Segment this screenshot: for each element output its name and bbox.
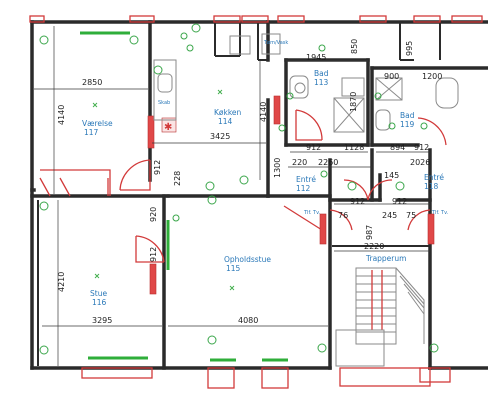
dim-1945: 1945 (306, 53, 326, 62)
tlf-tv-label-right: Tlf. Tv. (431, 210, 449, 216)
dim-900: 900 (384, 72, 399, 81)
dim-4140-mid: 4140 (259, 102, 268, 122)
dim-1300: 1300 (273, 158, 282, 178)
room-number-117: 117 (84, 128, 99, 137)
electrical-outlets (39, 23, 439, 355)
dim-2220: 2220 (364, 242, 384, 251)
fixtures: ✱ (147, 33, 459, 367)
dim-75: 75 (406, 211, 416, 220)
svg-text:✱: ✱ (164, 122, 172, 133)
dim-894: 894 (390, 143, 405, 152)
room-number-112: 112 (296, 184, 311, 193)
dim-912-left: 912 (153, 160, 162, 175)
dim-912-stue: 912 (149, 247, 158, 262)
dim-1128: 1128 (344, 143, 364, 152)
room-name-kokken: Køkken (214, 108, 242, 117)
dim-995: 995 (405, 41, 414, 56)
dim-4080: 4080 (238, 316, 258, 325)
room-name-opholdsstue: Opholdsstue (224, 255, 271, 264)
dim-920: 920 (149, 207, 158, 222)
dim-1200: 1200 (422, 72, 442, 81)
room-number-114: 114 (218, 117, 233, 126)
room-name-entre-112: Entré (296, 175, 316, 184)
room-number-115: 115 (226, 264, 241, 273)
small-label-2: Skab (158, 100, 170, 106)
dim-2026: 2026 (410, 158, 430, 167)
dim-76: 76 (338, 211, 348, 220)
doors (119, 109, 447, 263)
dim-850: 850 (350, 39, 359, 54)
dim-912-c: 912 (350, 197, 365, 206)
dim-245: 245 (382, 211, 397, 220)
windows (29, 15, 483, 389)
dimension-lines (34, 26, 430, 366)
dim-4210: 4210 (57, 272, 66, 292)
dim-3425: 3425 (210, 132, 230, 141)
room-center-markers (92, 89, 235, 291)
dim-2850: 2850 (82, 78, 102, 87)
dim-912-a: 912 (306, 143, 321, 152)
dim-2260: 2260 (318, 158, 338, 167)
room-number-118: 118 (424, 182, 439, 191)
dimension-labels: 2850 4140 3425 4140 1945 850 995 900 120… (57, 39, 442, 325)
room-number-119: 119 (400, 120, 415, 129)
small-counter-label: Tøm/Vask (263, 40, 288, 46)
room-labels: Værelse 117 Køkken 114 Bad 113 Bad 119 E… (82, 40, 449, 307)
dim-987: 987 (365, 225, 374, 240)
dim-4140-left: 4140 (57, 105, 66, 125)
dim-912-b: 912 (414, 143, 429, 152)
dim-220: 220 (292, 158, 307, 167)
room-name-bad-113: Bad (314, 69, 329, 78)
tlf-tv-label-left: Tlf. Tv. (303, 210, 321, 216)
dim-1870: 1870 (349, 92, 358, 112)
room-number-116: 116 (92, 298, 107, 307)
dim-145: 145 (384, 171, 399, 180)
room-name-bad-119: Bad (400, 111, 415, 120)
green-markers (80, 31, 288, 362)
room-name-vaerelse: Værelse (82, 119, 113, 128)
room-name-entre-118: Entré (424, 173, 444, 182)
room-name-stue: Stue (90, 289, 107, 298)
dim-228: 228 (173, 171, 182, 186)
dim-912-d: 912 (392, 197, 407, 206)
dim-3295: 3295 (92, 316, 112, 325)
room-number-113: 113 (314, 78, 329, 87)
room-name-trapperum: Trapperum (365, 254, 406, 263)
